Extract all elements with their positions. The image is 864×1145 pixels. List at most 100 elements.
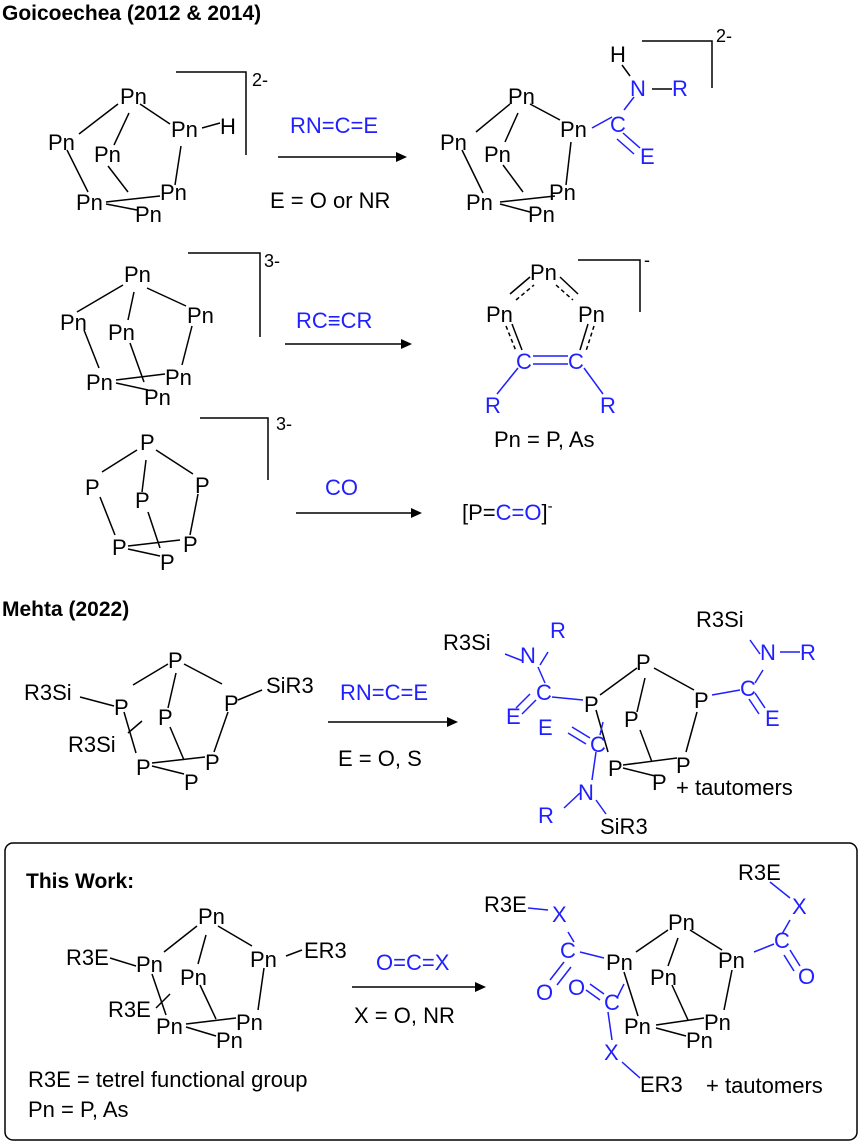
reaction-arrow-co: CO bbox=[296, 475, 422, 518]
charge-label: 3- bbox=[264, 251, 280, 271]
n-atom: N bbox=[630, 76, 646, 101]
r-group: R bbox=[800, 640, 816, 665]
pn-atom: Pn bbox=[144, 385, 171, 410]
pn-atom: Pn bbox=[668, 910, 695, 935]
p-atom: P bbox=[85, 475, 100, 500]
pn-atom: Pn bbox=[108, 320, 135, 345]
reaction-arrow-alkyne: RC≡CR bbox=[285, 308, 412, 349]
tautomers-label: + tautomers bbox=[676, 775, 793, 800]
reaction-arrow-mehta: RN=C=E E = O, S bbox=[328, 680, 458, 771]
pn-atom: Pn bbox=[549, 180, 576, 205]
silyl-group-label: SiR3 bbox=[266, 673, 314, 698]
r-group: R bbox=[538, 803, 554, 828]
silyl-group-label: R3Si bbox=[696, 607, 744, 632]
pn-atom: Pn bbox=[624, 1014, 651, 1039]
heading-this-work: This Work: bbox=[26, 870, 134, 893]
c-atom: C bbox=[590, 732, 606, 757]
charge-label: 2- bbox=[252, 70, 268, 90]
pn-definition-label: Pn = P, As bbox=[28, 1097, 129, 1122]
pn-atom: Pn bbox=[578, 302, 605, 327]
o-atom: O bbox=[568, 975, 585, 1000]
pn-atom: Pn bbox=[94, 142, 121, 167]
pn-atom: Pn bbox=[704, 1010, 731, 1035]
silyl-group-label: R3Si bbox=[68, 732, 116, 757]
tetrel-group-label: R3E bbox=[66, 945, 109, 970]
p-atom: P bbox=[608, 756, 623, 781]
p-atom: P bbox=[584, 692, 599, 717]
pn-atom: Pn bbox=[236, 1010, 263, 1035]
silyl-p7-cage: P P P P P P P R3Si SiR3 R3Si bbox=[24, 648, 314, 795]
pn-atom: Pn bbox=[136, 952, 163, 977]
p-atom: P bbox=[183, 532, 198, 557]
condition-label: E = O or NR bbox=[270, 188, 390, 213]
r-group: R bbox=[550, 618, 566, 643]
pn-atom: Pn bbox=[440, 130, 467, 155]
h-atom: H bbox=[610, 42, 626, 67]
p-atom: P bbox=[114, 695, 129, 720]
p-atom: P bbox=[652, 770, 667, 795]
charge-label: 2- bbox=[716, 26, 732, 46]
p-atom: P bbox=[224, 691, 239, 716]
o-atom: O bbox=[798, 964, 815, 989]
heading-mehta: Mehta (2022) bbox=[2, 598, 129, 621]
x-atom: X bbox=[604, 1040, 619, 1065]
pn-atom: Pn bbox=[135, 202, 162, 227]
p-atom: P bbox=[624, 707, 639, 732]
pentaphosphole-product: Pn Pn Pn C C R R - Pn = P, As bbox=[485, 250, 650, 452]
pn-definition-label: Pn = P, As bbox=[494, 427, 595, 452]
p-atom: P bbox=[140, 430, 155, 455]
p-atom: P bbox=[195, 473, 210, 498]
c-atom: C bbox=[560, 938, 576, 963]
r-group: R bbox=[672, 76, 688, 101]
e-atom: E bbox=[506, 704, 521, 729]
tautomers-label: + tautomers bbox=[706, 1073, 823, 1098]
reagent-label: CO bbox=[325, 475, 358, 500]
tetrel-group-label: ER3 bbox=[640, 1072, 683, 1097]
p7-cage-trianion: P P P P P P P 3- bbox=[85, 414, 292, 575]
pn-atom: Pn bbox=[171, 117, 198, 142]
c-atom: C bbox=[774, 928, 790, 953]
charge-label: 3- bbox=[276, 414, 292, 434]
tetrel-group-label: R3E bbox=[484, 892, 527, 917]
heading-goicoechea: Goicoechea (2012 & 2014) bbox=[2, 2, 261, 25]
p-atom: P bbox=[636, 650, 651, 675]
o-atom: O bbox=[536, 980, 553, 1005]
this-work-box bbox=[4, 842, 858, 1141]
c-atom: C bbox=[516, 349, 532, 374]
pn-atom: Pn bbox=[484, 142, 511, 167]
n-atom: N bbox=[578, 780, 594, 805]
tetrel-definition-label: R3E = tetrel functional group bbox=[28, 1067, 307, 1092]
pn-atom: Pn bbox=[606, 950, 633, 975]
reagent-label: RN=C=E bbox=[290, 113, 378, 138]
pn-atom: Pn bbox=[686, 1028, 713, 1053]
pn-atom: Pn bbox=[466, 190, 493, 215]
tris-carbonyl-pn7-product: Pn Pn Pn Pn Pn Pn Pn C O X R3E C O X R3E… bbox=[484, 860, 823, 1098]
pn-atom: Pn bbox=[76, 190, 103, 215]
p-atom: P bbox=[158, 705, 173, 730]
carbamoyl-pn7-product: Pn Pn Pn Pn Pn Pn Pn C E N R H 2- bbox=[440, 26, 732, 227]
p-atom: P bbox=[694, 688, 709, 713]
phosphaethynolate-product: [P=C=O]- bbox=[462, 498, 553, 525]
p-atom: P bbox=[160, 550, 175, 575]
c-atom: C bbox=[536, 680, 552, 705]
r-group: R bbox=[485, 393, 501, 418]
pn-atom: Pn bbox=[180, 965, 207, 990]
tetrel-group-label: R3E bbox=[738, 860, 781, 885]
pn-atom: Pn bbox=[486, 302, 513, 327]
c-atom: C bbox=[568, 349, 584, 374]
pn-atom: Pn bbox=[187, 303, 214, 328]
tetrel-pn7-cage: Pn Pn Pn Pn Pn Pn Pn R3E ER3 R3E bbox=[66, 904, 347, 1053]
pn-atom: Pn bbox=[250, 947, 277, 972]
p-atom: P bbox=[676, 753, 691, 778]
reagent-label: RC≡CR bbox=[296, 308, 372, 333]
reaction-arrow-isocyanate: RN=C=E E = O or NR bbox=[270, 113, 407, 213]
h-atom: H bbox=[220, 114, 236, 139]
pn-atom: Pn bbox=[528, 202, 555, 227]
pn-atom: Pn bbox=[120, 84, 147, 109]
pn-atom: Pn bbox=[198, 904, 225, 929]
silyl-group-label: R3Si bbox=[24, 680, 72, 705]
p-atom: P bbox=[136, 755, 151, 780]
pco-anion-label: [P=C=O]- bbox=[462, 498, 553, 525]
pn-atom: Pn bbox=[165, 365, 192, 390]
pn7-cage-dianion: Pn Pn Pn Pn Pn Pn Pn H 2- bbox=[48, 70, 268, 227]
